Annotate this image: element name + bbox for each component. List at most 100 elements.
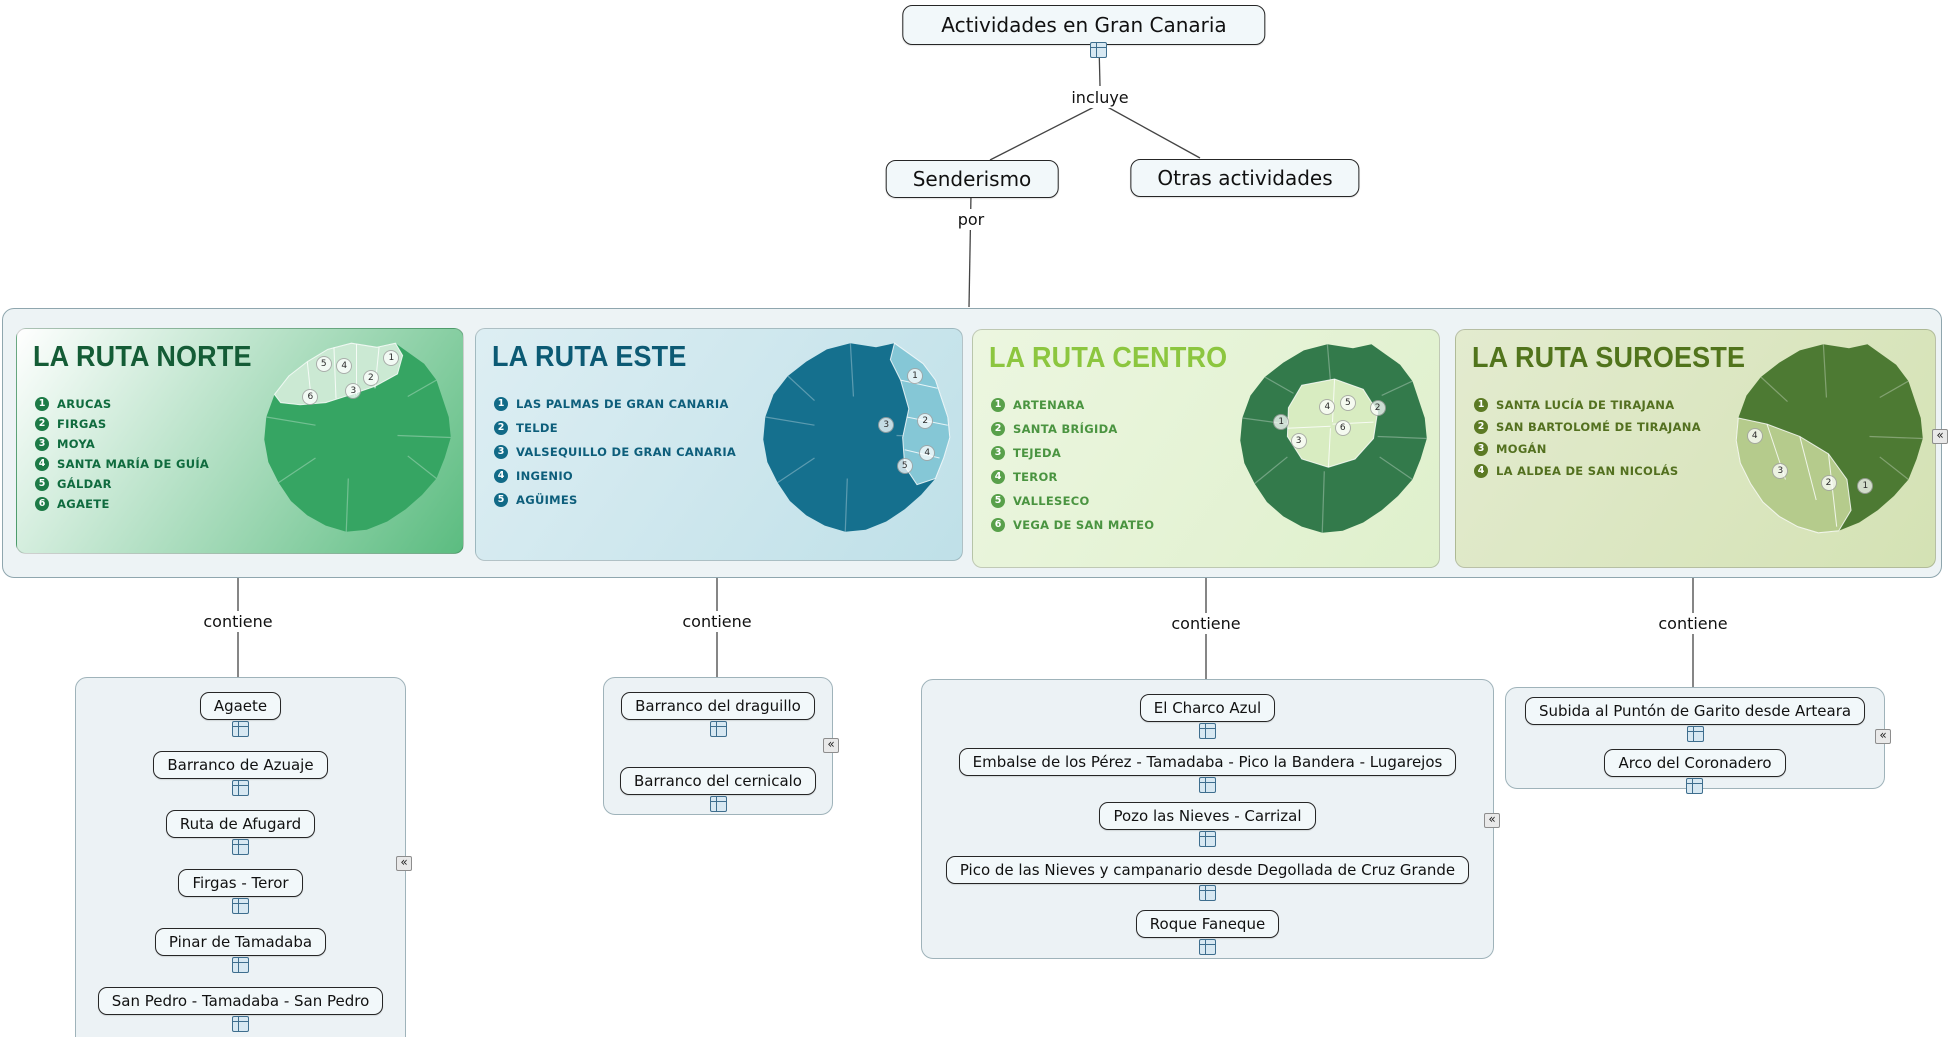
link-label-contiene-este: contiene [677,611,757,632]
resource-icon[interactable] [1090,42,1107,58]
resource-icon[interactable] [231,898,249,914]
trail-unit: Barranco del draguillo [621,692,815,737]
trail-node[interactable]: Ruta de Afugard [165,810,316,838]
resource-icon[interactable] [1198,777,1216,793]
municipality-name: TELDE [516,421,558,435]
resource-icon[interactable] [1686,778,1704,794]
municipality-name: AGÜIMES [516,493,578,507]
collapse-chevron-icon[interactable]: « [823,738,839,753]
map-region-number: 5 [1339,394,1356,411]
municipality-number-badge: 4 [991,470,1005,484]
resource-icon[interactable] [709,796,727,812]
map-region-number: 6 [1334,420,1351,437]
trail-node[interactable]: Arco del Coronadero [1604,749,1786,777]
municipality-name: LAS PALMAS DE GRAN CANARIA [516,397,729,411]
link-label-incluye: incluye [1066,87,1134,108]
trail-node[interactable]: Barranco de Azuaje [153,751,328,779]
map-region-number: 2 [917,413,934,430]
link-label-por: por [952,209,990,230]
node-senderismo[interactable]: Senderismo [885,160,1059,198]
map-region-number: 4 [919,444,936,461]
collapse-chevron-icon[interactable]: « [1484,813,1500,828]
trail-node[interactable]: Barranco del draguillo [621,692,815,720]
resource-icon[interactable] [1198,831,1216,847]
trail-node[interactable]: Subida al Puntón de Garito desde Arteara [1524,697,1866,725]
collapse-chevron-icon[interactable]: « [1932,429,1948,444]
resource-icon[interactable] [231,780,249,796]
trail-unit: San Pedro - Tamadaba - San Pedro [97,987,384,1032]
municipality-name: MOYA [57,437,96,451]
municipality-name: INGENIO [516,469,573,483]
gran-canaria-island [1735,344,1923,534]
map-region-number: 3 [1772,463,1789,480]
municipality-number-badge: 5 [35,477,49,491]
resource-icon[interactable] [232,839,249,855]
trail-node[interactable]: Pinar de Tamadaba [154,928,327,956]
root-node[interactable]: Actividades en Gran Canaria [902,5,1266,45]
municipality-number-badge: 2 [35,417,49,431]
trail-node[interactable]: Agaete [199,692,282,720]
collapse-chevron-icon[interactable]: « [1875,729,1891,744]
link-label-contiene-centro: contiene [1166,613,1246,634]
map-region-number: 1 [1273,414,1290,431]
resource-icon[interactable] [1199,723,1216,739]
resource-icon[interactable] [1198,885,1216,901]
map-region-number: 2 [1820,474,1837,491]
resource-icon[interactable] [231,721,249,737]
node-otras-actividades[interactable]: Otras actividades [1130,159,1360,197]
map-region-number: 6 [302,388,319,405]
map-region-number: 4 [1319,398,1336,415]
municipality-number-badge: 3 [494,445,508,459]
municipality-name: TEROR [1013,470,1058,484]
municipality-name: LA ALDEA DE SAN NICOLÁS [1496,464,1679,478]
trail-node[interactable]: Pozo las Nieves - Carrizal [1099,802,1316,830]
municipality-name: SANTA BRÍGIDA [1013,422,1118,436]
trail-node[interactable]: Barranco del cernicalo [620,767,816,795]
trail-unit: Firgas - Teror [178,869,303,914]
municipality-number-badge: 3 [1474,442,1488,456]
resource-icon[interactable] [709,721,727,737]
trail-node[interactable]: Pico de las Nieves y campanario desde De… [945,856,1470,884]
municipality-name: AGAETE [57,497,110,511]
municipality-number-badge: 4 [35,457,49,471]
map-region-number: 2 [362,370,379,387]
map-region-number: 4 [336,357,353,374]
route-title: LA RUTA ESTE [492,341,687,373]
resource-icon[interactable] [232,1016,249,1032]
resource-icon[interactable] [1686,726,1704,742]
municipality-number-badge: 6 [991,518,1005,532]
trail-node[interactable]: Firgas - Teror [178,869,303,897]
resource-icon[interactable] [1198,939,1216,955]
municipality-name: VALLESECO [1013,494,1090,508]
municipality-name: TEJEDA [1013,446,1062,460]
trail-node[interactable]: Roque Faneque [1135,910,1280,938]
trail-node[interactable]: San Pedro - Tamadaba - San Pedro [97,987,384,1015]
collapse-chevron-icon[interactable]: « [396,856,412,871]
trail-unit: Agaete [199,692,282,737]
resource-icon[interactable] [231,957,249,973]
map-region-number: 5 [315,355,332,372]
trail-node[interactable]: Embalse de los Pérez - Tamadaba - Pico l… [958,748,1457,776]
municipality-number-badge: 1 [35,397,49,411]
trail-node[interactable]: El Charco Azul [1139,694,1276,722]
map-region-number: 1 [1857,477,1874,494]
